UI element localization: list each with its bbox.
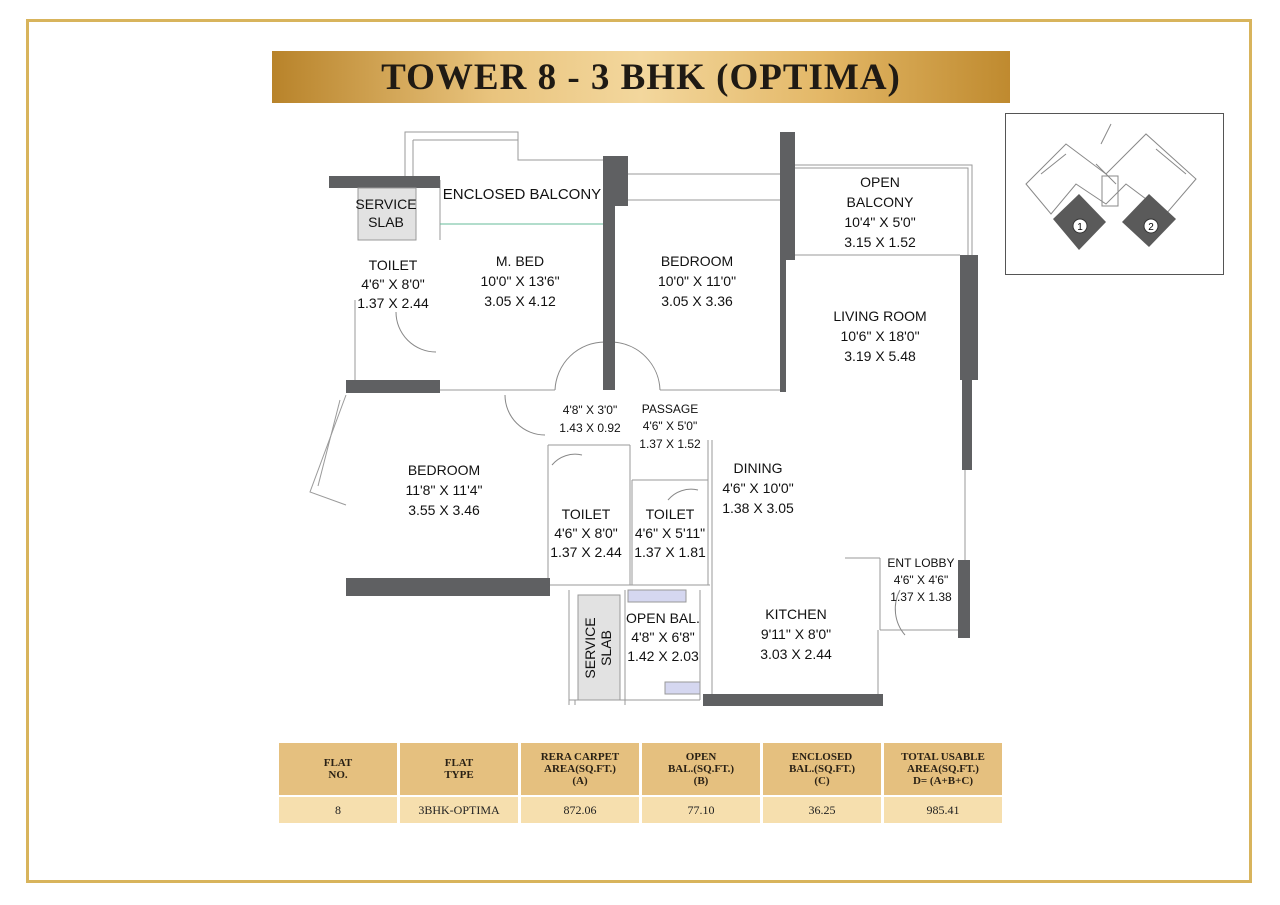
table-row: 8 3BHK-OPTIMA 872.06 77.10 36.25 985.41	[279, 797, 1002, 823]
passage-label: PASSAGE	[642, 402, 698, 416]
passage-dim-m: 1.37 X 1.52	[639, 437, 701, 451]
bedroom-1-dim-m: 3.05 X 3.36	[661, 293, 733, 309]
toilet-1-dim-ft: 4'6" X 8'0"	[361, 276, 425, 292]
ent-lobby-dim-m: 1.37 X 1.38	[890, 590, 952, 604]
toilet-1-label: TOILET	[369, 257, 418, 273]
cell-rera-carpet: 872.06	[521, 797, 639, 823]
bedroom-1-dim-ft: 10'0" X 11'0"	[658, 273, 736, 289]
m-bed-dim-m: 3.05 X 4.12	[484, 293, 556, 309]
open-bal-dim-ft: 4'8" X 6'8"	[631, 629, 695, 645]
bedroom-2-dim-ft: 11'8" X 11'4"	[405, 482, 482, 498]
toilet-3-label: TOILET	[646, 506, 695, 522]
living-room-label: LIVING ROOM	[833, 308, 926, 324]
cell-flat-type: 3BHK-OPTIMA	[400, 797, 518, 823]
key-plan-drawing: 1 2	[1025, 123, 1197, 250]
bedroom-2-label: BEDROOM	[408, 462, 480, 478]
gold-border-frame	[26, 19, 1252, 883]
service-slab-top-label-2: SLAB	[368, 214, 404, 230]
bedroom-2-dim-m: 3.55 X 3.46	[408, 502, 480, 518]
service-slab-bottom-label-2: SLAB	[598, 630, 614, 666]
title-banner: TOWER 8 - 3 BHK (OPTIMA)	[272, 51, 1010, 103]
living-room-dim-m: 3.19 X 5.48	[844, 348, 916, 364]
passage-dim-ft: 4'6" X 5'0"	[643, 419, 697, 433]
open-balcony-dim-m: 3.15 X 1.52	[844, 234, 916, 250]
open-balcony-dim-ft: 10'4" X 5'0"	[844, 214, 915, 230]
passage-small-dim-ft: 4'8" X 3'0"	[563, 403, 617, 417]
toilet-2-label: TOILET	[562, 506, 611, 522]
open-balcony-label: OPEN	[860, 174, 900, 190]
dining-dim-m: 1.38 X 3.05	[722, 500, 794, 516]
ent-lobby-label: ENT LOBBY	[887, 556, 954, 570]
toilet-3-dim-ft: 4'6" X 5'11"	[635, 525, 705, 541]
enclosed-balcony-label: ENCLOSED BALCONY	[443, 186, 601, 203]
service-slab-bottom-label: SERVICE	[582, 617, 598, 678]
key-plan: 1 2	[1005, 113, 1224, 275]
open-bal-dim-m: 1.42 X 2.03	[627, 648, 699, 664]
toilet-2-dim-ft: 4'6" X 8'0"	[554, 525, 618, 541]
bedroom-1-label: BEDROOM	[661, 253, 733, 269]
passage-small-dim-m: 1.43 X 0.92	[559, 421, 621, 435]
open-balcony-label-2: BALCONY	[847, 194, 915, 210]
m-bed-dim-ft: 10'0" X 13'6"	[480, 273, 559, 289]
cell-flat-no: 8	[279, 797, 397, 823]
cell-total-usable: 985.41	[884, 797, 1002, 823]
toilet-1-dim-m: 1.37 X 2.44	[357, 295, 429, 311]
toilet-2-dim-m: 1.37 X 2.44	[550, 544, 622, 560]
floor-plan: SERVICE SLAB ENCLOSED BALCONY OPEN BALCO…	[309, 131, 978, 706]
dining-dim-ft: 4'6" X 10'0"	[722, 480, 793, 496]
kitchen-dim-ft: 9'11" X 8'0"	[761, 626, 831, 642]
cell-enclosed-bal: 36.25	[763, 797, 881, 823]
kitchen-label: KITCHEN	[765, 606, 826, 622]
living-room-dim-ft: 10'6" X 18'0"	[840, 328, 919, 344]
kitchen-dim-m: 3.03 X 2.44	[760, 646, 832, 662]
toilet-3-dim-m: 1.37 X 1.81	[634, 544, 706, 560]
key-plan-unit-2: 2	[1148, 222, 1154, 233]
key-plan-unit-1: 1	[1077, 222, 1083, 233]
ent-lobby-dim-ft: 4'6" X 4'6"	[894, 573, 948, 587]
plan-title: TOWER 8 - 3 BHK (OPTIMA)	[381, 56, 901, 98]
cell-open-bal: 77.10	[642, 797, 760, 823]
open-bal-label: OPEN BAL.	[626, 610, 700, 626]
walls	[329, 132, 978, 706]
dining-label: DINING	[734, 460, 783, 476]
m-bed-label: M. BED	[496, 253, 544, 269]
service-slab-top-label: SERVICE	[355, 196, 416, 212]
